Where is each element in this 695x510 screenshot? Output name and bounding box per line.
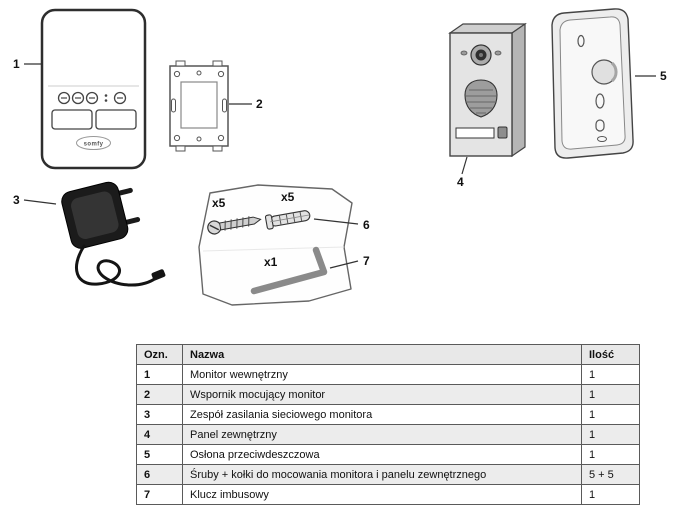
- callout-line-6: [313, 218, 359, 225]
- row-ozn: 1: [136, 364, 183, 385]
- table-row: 3 Zespół zasilania sieciowego monitora 1: [136, 404, 640, 425]
- row-nazwa: Klucz imbusowy: [182, 484, 582, 505]
- table-row: 2 Wspornik mocujący monitor 1: [136, 384, 640, 405]
- callout-line-7: [329, 260, 359, 269]
- callout-6: 6: [363, 218, 370, 232]
- wall-plug-icon: [264, 210, 311, 230]
- parts-diagram: somfy 1 2: [13, 8, 667, 306]
- call-button: [497, 126, 508, 139]
- callout-4: 4: [457, 175, 464, 189]
- outdoor-panel-illustration: [448, 22, 527, 158]
- callout-2: 2: [256, 97, 263, 111]
- row-ilosc: 1: [581, 404, 640, 425]
- col-header-nazwa: Nazwa: [182, 344, 582, 365]
- row-nazwa: Wspornik mocujący monitor: [182, 384, 582, 405]
- row-ilosc: 1: [581, 424, 640, 445]
- somfy-logo: somfy: [84, 142, 104, 148]
- power-adapter-illustration: [61, 181, 166, 287]
- col-header-ozn: Ozn.: [136, 344, 183, 365]
- row-ozn: 3: [136, 404, 183, 425]
- parts-table: Ozn. Nazwa Ilość 1 Monitor wewnętrzny 1 …: [136, 344, 640, 505]
- rain-cover-illustration: [551, 8, 634, 159]
- row-ozn: 6: [136, 464, 183, 485]
- bracket-illustration: [169, 60, 229, 152]
- table-row: 6 Śruby + kołki do mocowania monitora i …: [136, 464, 640, 485]
- callout-5: 5: [660, 69, 667, 83]
- row-ilosc: 1: [581, 444, 640, 465]
- plugs-qty-label: x5: [281, 190, 295, 204]
- row-nazwa: Panel zewnętrzny: [182, 424, 582, 445]
- allen-qty-label: x1: [264, 255, 278, 269]
- row-nazwa: Śruby + kołki do mocowania monitora i pa…: [182, 464, 582, 485]
- row-ilosc: 1: [581, 484, 640, 505]
- screw-icon: [207, 216, 262, 235]
- col-header-ilosc: Ilość: [581, 344, 640, 365]
- indoor-monitor-illustration: somfy: [40, 8, 147, 170]
- allen-key-icon: [250, 246, 328, 295]
- row-nazwa: Osłona przeciwdeszczowa: [182, 444, 582, 465]
- row-ilosc: 1: [581, 384, 640, 405]
- row-ilosc: 1: [581, 364, 640, 385]
- callout-7: 7: [363, 254, 370, 268]
- row-nazwa: Monitor wewnętrzny: [182, 364, 582, 385]
- callout-1: 1: [13, 57, 20, 71]
- table-header-row: Ozn. Nazwa Ilość: [136, 344, 640, 365]
- screws-qty-label: x5: [212, 196, 226, 210]
- name-plate: [455, 127, 495, 139]
- hardware-pack-illustration: x5 x5 x1: [198, 184, 353, 306]
- row-ozn: 2: [136, 384, 183, 405]
- callout-line-4: [461, 156, 468, 175]
- callout-3: 3: [13, 193, 20, 207]
- row-ozn: 7: [136, 484, 183, 505]
- somfy-logo-outline: [76, 136, 111, 150]
- row-nazwa: Zespół zasilania sieciowego monitora: [182, 404, 582, 425]
- row-ozn: 5: [136, 444, 183, 465]
- table-row: 7 Klucz imbusowy 1: [136, 484, 640, 505]
- table-row: 4 Panel zewnętrzny 1: [136, 424, 640, 445]
- callout-line-3: [23, 199, 57, 205]
- row-ozn: 4: [136, 424, 183, 445]
- row-ilosc: 5 + 5: [581, 464, 640, 485]
- table-row: 5 Osłona przeciwdeszczowa 1: [136, 444, 640, 465]
- table-row: 1 Monitor wewnętrzny 1: [136, 364, 640, 385]
